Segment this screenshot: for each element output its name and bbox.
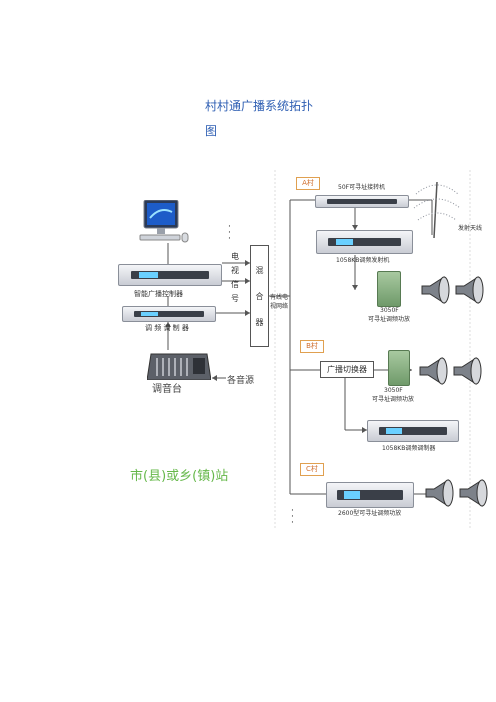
antenna-icon (412, 174, 462, 240)
a-transmitter-device (316, 230, 413, 254)
b-amp-model: 3050F (384, 387, 403, 394)
a-receiver-label: 50F可寻址接转机 (338, 184, 386, 191)
village-b-tag: B村 (300, 340, 324, 353)
village-a-tag: A村 (296, 177, 320, 190)
a-receiver-device (315, 195, 409, 208)
fm-modulator-device (122, 306, 216, 322)
c-speaker-icon (424, 478, 494, 508)
c-amplifier-device (326, 482, 414, 508)
a-antenna-label: 发射天线 (458, 225, 483, 232)
b-switch-box: 广播切换器 (320, 361, 374, 378)
b-modulator-label: 1058KB调频调制器 (382, 445, 436, 452)
combiner-box: 混 合 器 (250, 245, 269, 347)
cable-network-label-1: 有线电 (270, 294, 289, 301)
sources-label: 各音源 (227, 376, 255, 386)
a-amp-name: 可寻址调频功放 (368, 316, 411, 323)
controller-label: 智能广播控制器 (134, 290, 183, 298)
fm-modulator-label: 调 频 调 制 器 (145, 324, 189, 332)
diagram-title: 村村通广播系统拓扑 (205, 99, 314, 113)
speaker-icon (420, 275, 490, 305)
c-amp-label: 2600型可寻址调频功放 (338, 510, 402, 517)
village-c-tag: C村 (300, 463, 324, 476)
cable-network-label-2: 视网络 (270, 303, 289, 310)
station-label: 市(县)或乡(镇)站 (130, 469, 229, 484)
mixer-icon (146, 350, 212, 381)
rack-device-icon (118, 264, 222, 286)
b-amp-name: 可寻址调频功放 (372, 396, 415, 403)
computer-icon (138, 199, 190, 246)
amplifier-icon (377, 271, 401, 307)
a-transmitter-label: 1058KB调频发射机 (336, 257, 390, 264)
b-modulator-device (367, 420, 459, 442)
mixer-label: 调音台 (152, 384, 182, 395)
diagram-title-line2: 图 (205, 124, 218, 138)
b-amplifier-icon (388, 350, 410, 386)
signal-types: 电 视 信 号 (231, 252, 239, 303)
b-speaker-icon (418, 356, 488, 386)
ellipsis-icon: ··· (228, 222, 231, 244)
ellipsis-bottom-icon: ··· (291, 506, 294, 528)
a-amp-model: 3050F (380, 307, 399, 314)
